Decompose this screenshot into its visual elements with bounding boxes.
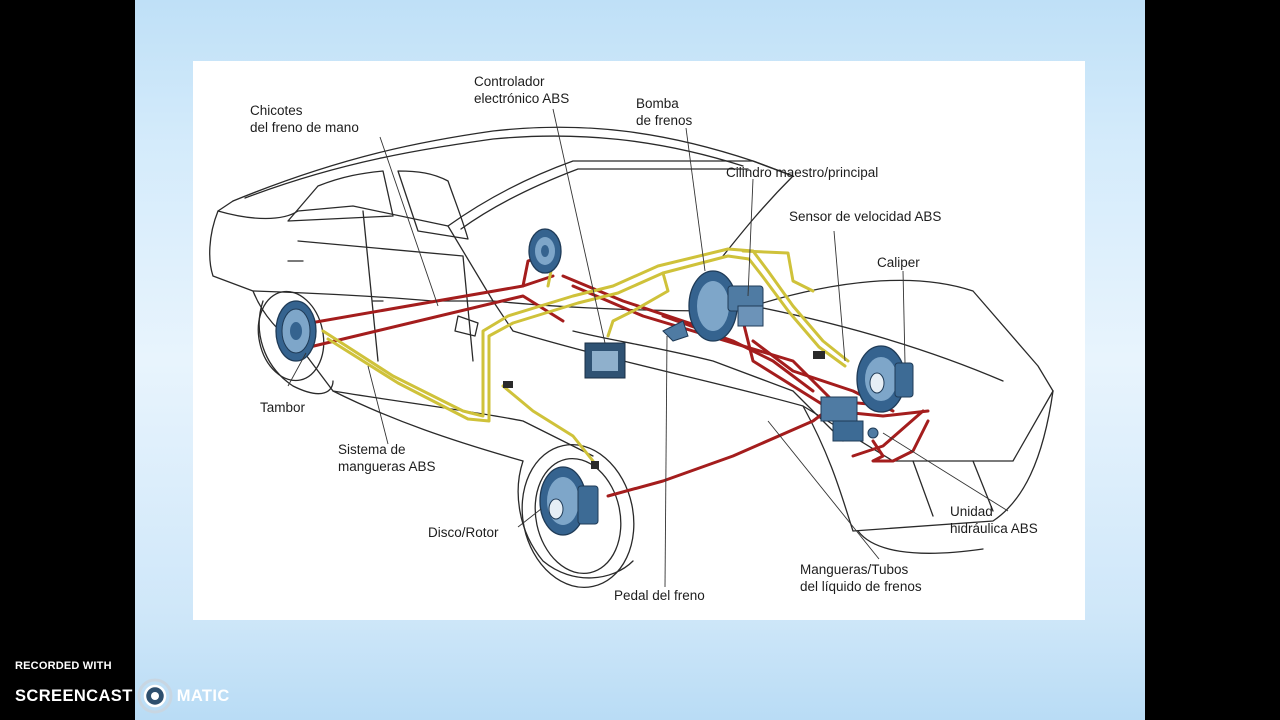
abs-brake-system-diagram xyxy=(209,108,1054,588)
leader-lines xyxy=(287,108,1009,588)
car-outline xyxy=(209,126,1054,588)
rear-right-drum xyxy=(528,228,562,274)
front-speed-sensor xyxy=(591,461,599,469)
front-right-disc xyxy=(856,345,914,413)
rear-speed-sensor xyxy=(503,381,513,388)
screencast-watermark: RECORDED WITH SCREENCAST MATIC xyxy=(15,660,230,714)
components xyxy=(275,228,914,536)
rear-drum xyxy=(275,300,317,362)
screencast-logo-icon xyxy=(137,678,173,714)
label-drum: Tambor xyxy=(260,400,306,415)
abs-controller-box xyxy=(584,342,626,379)
abs-lines xyxy=(321,247,850,463)
label-disc-rotor: Disco/Rotor xyxy=(428,525,499,540)
label-master-cylinder: Cilindro maestro/principal xyxy=(726,165,879,180)
abs-hydraulic-unit xyxy=(820,396,879,442)
watermark-top-text: RECORDED WITH xyxy=(15,660,112,672)
brake-lines xyxy=(291,254,930,498)
watermark-left-text: SCREENCAST xyxy=(15,686,133,705)
label-brake-pedal: Pedal del freno xyxy=(614,588,705,603)
label-abs-speed-sensor: Sensor de velocidad ABS xyxy=(789,209,942,224)
label-caliper: Caliper xyxy=(877,255,920,270)
watermark-right-text: MATIC xyxy=(176,686,230,705)
speed-sensor xyxy=(813,351,825,359)
front-left-disc xyxy=(539,466,599,536)
brake-booster xyxy=(662,270,764,342)
